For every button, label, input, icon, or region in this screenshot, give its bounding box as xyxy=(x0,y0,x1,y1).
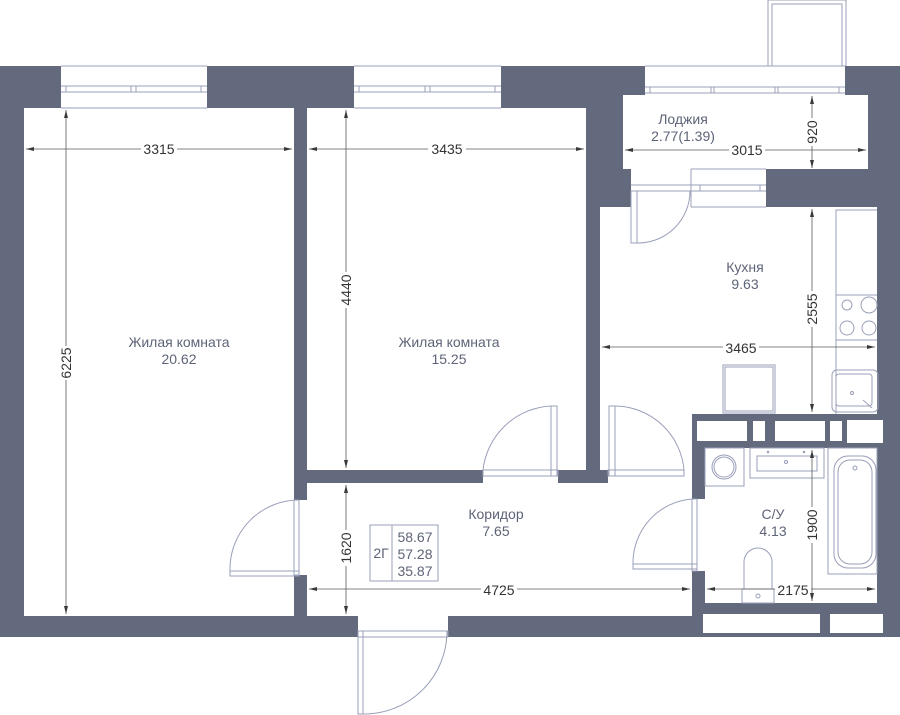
svg-text:1620: 1620 xyxy=(338,532,354,563)
door-entrance[interactable] xyxy=(357,616,449,715)
dim-living2-length: 4440 xyxy=(337,110,355,468)
svg-text:2175: 2175 xyxy=(777,582,808,598)
svg-text:3465: 3465 xyxy=(725,340,756,356)
room-area: 9.63 xyxy=(731,276,758,292)
kitchen-counter xyxy=(835,209,877,414)
apartment-legend: 2Г 58.67 57.28 35.87 xyxy=(369,524,439,582)
svg-text:6225: 6225 xyxy=(58,347,74,378)
room-area: 20.62 xyxy=(161,351,196,367)
svg-text:2555: 2555 xyxy=(804,293,820,324)
dim-kitchen-width: 3465 xyxy=(602,338,875,356)
svg-text:3435: 3435 xyxy=(431,141,462,157)
svg-text:4440: 4440 xyxy=(338,274,354,305)
apartment-type: 2Г xyxy=(373,545,389,561)
window-living-2 xyxy=(354,65,501,109)
svg-text:3015: 3015 xyxy=(731,142,762,158)
dim-kitchen-length: 2555 xyxy=(803,209,821,412)
bathtub-icon xyxy=(827,447,878,575)
dim-corridor-width: 4725 xyxy=(309,580,690,598)
room-name: Коридор xyxy=(468,506,524,522)
door-bathroom[interactable] xyxy=(632,498,705,572)
room-corridor: Коридор 7.65 xyxy=(468,506,524,539)
stove-icon xyxy=(839,296,878,336)
living-total-area: 57.28 xyxy=(397,546,432,562)
room-area: 4.13 xyxy=(759,523,786,539)
door-living-2[interactable] xyxy=(482,405,559,483)
total-area: 58.67 xyxy=(397,529,432,545)
kitchen-sink-icon xyxy=(831,369,879,413)
door-balcony[interactable] xyxy=(630,190,691,244)
window-living-1 xyxy=(61,65,207,109)
room-living-1: Жилая комната 20.62 xyxy=(128,334,229,367)
room-loggia: Лоджия 2.77(1.39) xyxy=(651,111,715,144)
room-name: Лоджия xyxy=(658,111,708,127)
dim-loggia-width: 3015 xyxy=(625,141,866,159)
dim-bath-length: 1900 xyxy=(803,450,821,601)
dim-living1-length: 6225 xyxy=(57,110,75,614)
fridge-icon xyxy=(722,364,776,414)
room-living-2: Жилая комната 15.25 xyxy=(398,334,499,367)
dim-living1-width: 3315 xyxy=(26,140,292,158)
room-area: 15.25 xyxy=(431,351,466,367)
room-name: С/У xyxy=(762,506,785,522)
svg-text:3315: 3315 xyxy=(143,141,174,157)
dim-bath-width: 2175 xyxy=(707,580,875,598)
door-kitchen[interactable] xyxy=(607,405,685,483)
loggia-exterior-frame xyxy=(767,0,847,67)
window-loggia xyxy=(645,65,845,95)
room-name: Жилая комната xyxy=(398,334,499,350)
window-kitchen xyxy=(631,168,766,208)
dim-corridor-depth: 1620 xyxy=(337,485,355,614)
svg-text:920: 920 xyxy=(804,120,820,144)
living-area: 35.87 xyxy=(397,563,432,579)
room-name: Жилая комната xyxy=(128,334,229,350)
svg-text:1900: 1900 xyxy=(804,509,820,540)
door-living-1[interactable] xyxy=(229,499,307,577)
room-bathroom: С/У 4.13 xyxy=(759,506,786,539)
dim-living2-width: 3435 xyxy=(309,140,584,158)
room-area: 7.65 xyxy=(482,523,509,539)
room-name: Кухня xyxy=(726,259,763,275)
svg-text:4725: 4725 xyxy=(483,582,514,598)
dim-loggia-depth: 920 xyxy=(803,96,821,168)
room-kitchen: Кухня 9.63 xyxy=(726,259,763,292)
bathroom-sink-icon xyxy=(749,447,825,479)
ventilation-shafts xyxy=(697,420,883,633)
room-area: 2.77(1.39) xyxy=(651,128,715,144)
washing-machine-icon xyxy=(704,447,745,487)
